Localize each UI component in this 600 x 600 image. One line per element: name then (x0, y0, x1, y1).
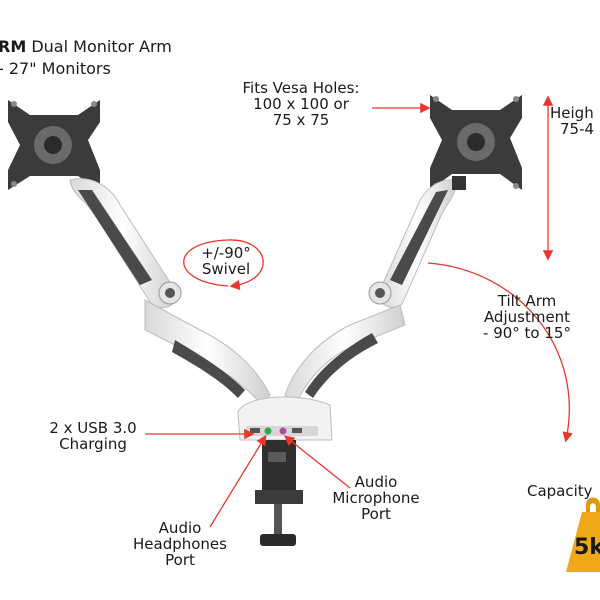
capacity-label: Capacity (527, 482, 593, 500)
weight-value: 5k (574, 535, 600, 560)
swivel-label: +/-90°Swivel (201, 244, 251, 278)
right-upper-arm (368, 176, 466, 308)
product-subtitle: - 27" Monitors (0, 59, 111, 78)
left-lower-arm (144, 299, 271, 406)
product-title: RM Dual Monitor Arm (0, 37, 172, 56)
callout-arrows (145, 95, 573, 528)
right-vesa-plate-icon (430, 95, 522, 190)
weight-icon (566, 497, 600, 572)
base-hub (237, 396, 333, 441)
clamp-icon (255, 440, 303, 546)
right-lower-arm (284, 304, 406, 404)
left-vesa-plate-icon (8, 100, 100, 190)
left-upper-arm (69, 178, 182, 309)
